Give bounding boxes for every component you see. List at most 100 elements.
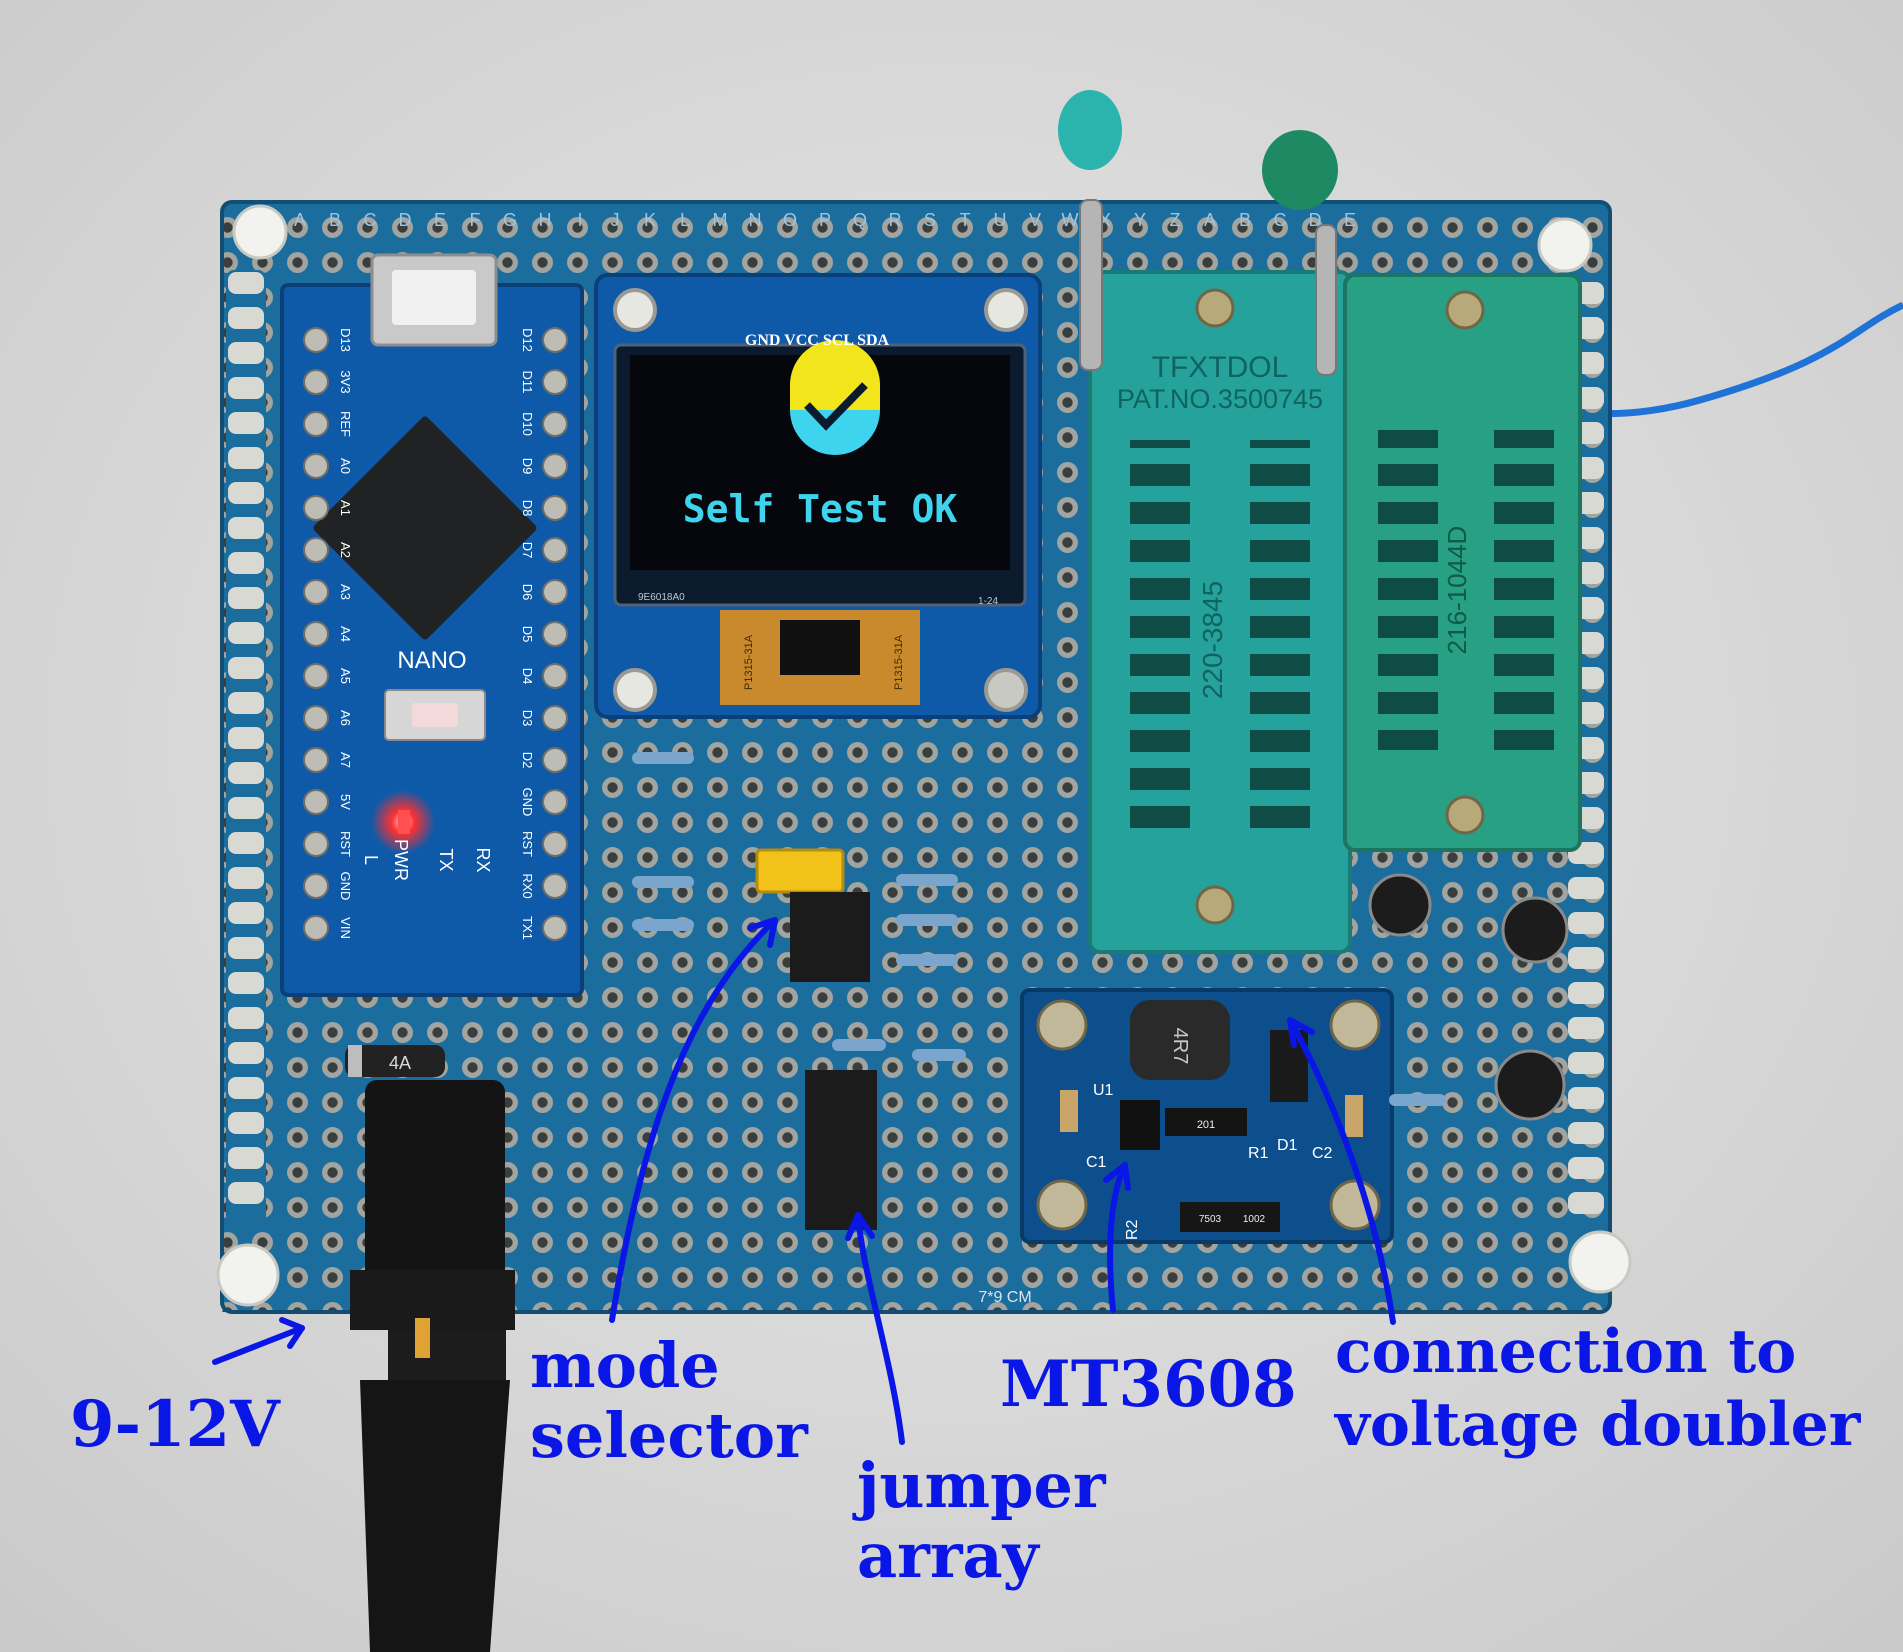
mt3608-r2-label: R2	[1124, 1219, 1141, 1240]
edge-pad	[228, 1007, 264, 1029]
mt3608-module	[1020, 988, 1394, 1244]
column-letter: H	[539, 210, 552, 230]
column-letter: N	[749, 210, 762, 230]
jumper-array-label-line1: jumper	[857, 1449, 1106, 1522]
nano-pin-label: A1	[338, 500, 353, 516]
column-letter: W	[1062, 210, 1079, 230]
nano-led-label: PWR	[391, 839, 411, 881]
jumper-array-label-line2: array	[857, 1519, 1039, 1592]
nano-pin	[542, 789, 568, 815]
edge-pad	[228, 1112, 264, 1134]
oled-flex-label-left: P1315-31A	[743, 634, 755, 690]
edge-pad	[1568, 982, 1604, 1004]
edge-pad	[228, 797, 264, 819]
column-letter: I	[577, 210, 582, 230]
nano-led-label: TX	[436, 848, 456, 871]
column-letter: J	[611, 210, 620, 230]
nano-pin-label: GND	[520, 788, 535, 817]
nano-pin-label: D2	[520, 752, 535, 769]
nano-pin	[303, 663, 329, 689]
edge-pad	[228, 762, 264, 784]
edge-pad	[228, 1147, 264, 1169]
edge-pad	[1568, 947, 1604, 969]
mt3608-inductor-label: 4R7	[1169, 1028, 1191, 1065]
nano-pin-label: D12	[520, 328, 535, 352]
zif-right-lever-knob	[1262, 130, 1338, 210]
nano-pin-label: D7	[520, 542, 535, 559]
column-letter: Z	[1170, 210, 1181, 230]
column-letter: M	[713, 210, 728, 230]
mt3608-r1-label: R1	[1248, 1145, 1269, 1162]
edge-pad	[228, 832, 264, 854]
nano-pin	[542, 537, 568, 563]
edge-pad	[228, 657, 264, 679]
nano-pin	[542, 369, 568, 395]
column-letter: A	[1204, 210, 1216, 230]
nano-pin-label: 3V3	[338, 370, 353, 393]
mode-selector-label-line2: selector	[530, 1399, 808, 1472]
mt3608-d1-label: D1	[1277, 1137, 1298, 1154]
mt3608-c2-label: C2	[1312, 1145, 1333, 1162]
nano-pin	[542, 873, 568, 899]
column-letter: R	[889, 210, 902, 230]
nano-pin-label: GND	[338, 872, 353, 901]
column-letter: G	[503, 210, 517, 230]
mt3608-label: MT3608	[1000, 1347, 1297, 1422]
nano-pin	[542, 327, 568, 353]
edge-pad	[228, 727, 264, 749]
nano-pin-label: RST	[520, 831, 535, 857]
nano-pin	[303, 411, 329, 437]
annotation-arrows	[212, 917, 1396, 1445]
left-edge-pad-strips	[228, 272, 264, 1204]
nano-pin-label: D8	[520, 500, 535, 517]
corner-standoffs	[216, 204, 1632, 1307]
column-letter: A	[294, 210, 306, 230]
arrow-mode-selector-icon	[609, 917, 778, 1323]
dc-power-jack	[350, 1080, 515, 1652]
capacitors	[1368, 873, 1569, 1121]
nano-pin-label: A7	[338, 752, 353, 768]
column-letter: D	[1309, 210, 1322, 230]
edge-pad	[228, 972, 264, 994]
edge-pad	[1568, 1052, 1604, 1074]
nano-pin	[542, 915, 568, 941]
zif-left-brand: TFXTDOL	[1152, 351, 1289, 384]
edge-pad	[1568, 1087, 1604, 1109]
nano-pin	[542, 705, 568, 731]
column-letter: V	[1029, 210, 1041, 230]
arduino-nano	[280, 253, 584, 997]
zif-left-part: 220-3845	[1197, 581, 1228, 699]
nano-pin	[542, 621, 568, 647]
nano-pin-label: D13	[338, 328, 353, 352]
mode-selector-label-line1: mode	[530, 1329, 720, 1402]
zif-socket-right	[1262, 130, 1582, 852]
nano-pin	[303, 705, 329, 731]
nano-pin-label: D10	[520, 412, 535, 436]
edge-pad	[228, 307, 264, 329]
oled-left-code: 9E6018A0	[638, 592, 685, 603]
edge-pad	[228, 447, 264, 469]
nano-pin	[542, 663, 568, 689]
edge-pad	[228, 342, 264, 364]
edge-pad	[1568, 1157, 1604, 1179]
edge-pad	[228, 902, 264, 924]
mt3608-resistor-code: 201	[1197, 1119, 1215, 1131]
column-letter: D	[399, 210, 412, 230]
edge-pad	[1568, 1192, 1604, 1214]
column-letter: T	[960, 210, 971, 230]
checkmark-icon	[790, 340, 880, 455]
microcontroller-chip	[313, 416, 537, 640]
nano-pin	[303, 327, 329, 353]
zif-lever	[1079, 199, 1103, 371]
diode-label: 4A	[389, 1053, 411, 1073]
nano-pin	[542, 747, 568, 773]
zif-right-part: 216-1044D	[1442, 526, 1472, 655]
edge-pad	[228, 1182, 264, 1204]
nano-pin	[303, 537, 329, 563]
nano-pin	[303, 873, 329, 899]
nano-pin	[303, 621, 329, 647]
arrow-doubler-icon	[1287, 1017, 1396, 1325]
nano-led-label: RX	[473, 847, 493, 872]
